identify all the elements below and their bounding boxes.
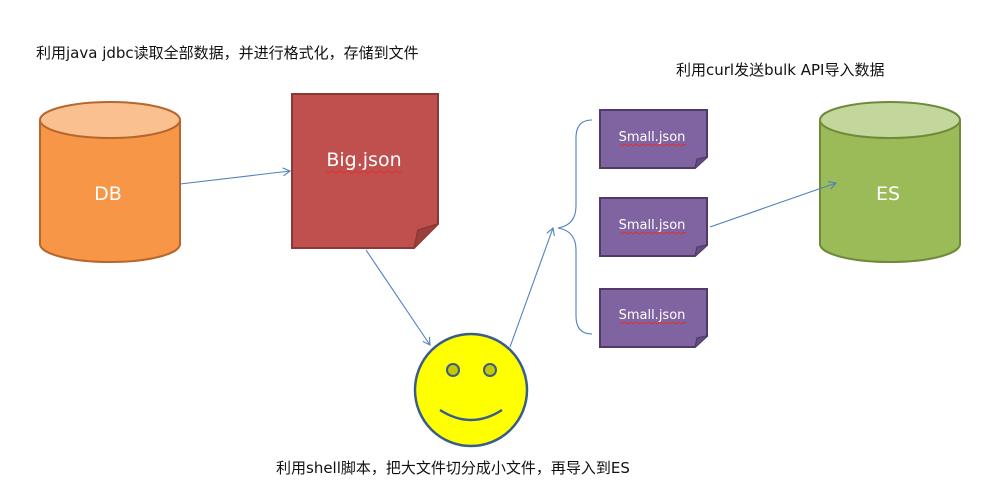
small-json-file-3: Small.json (599, 288, 708, 348)
spellcheck-underline (325, 170, 403, 174)
big-json-label: Big.json (326, 149, 401, 171)
es-cylinder: ES (819, 101, 961, 263)
smiley-face-icon (413, 332, 529, 448)
es-label: ES (876, 183, 900, 205)
arrow-db-to-big-json (179, 167, 292, 185)
db-cylinder: DB (39, 101, 181, 263)
small-json-label: Small.json (619, 218, 686, 233)
small-json-file-1: Small.json (599, 109, 708, 169)
spellcheck-underline (619, 143, 687, 147)
caption-split-files: 利用shell脚本，把大文件切分成小文件，再导入到ES (276, 459, 630, 477)
db-label: DB (94, 183, 122, 205)
spellcheck-underline (619, 321, 687, 325)
small-json-file-2: Small.json (599, 197, 708, 257)
spellcheck-underline (619, 231, 687, 235)
arrow-smiley-to-small-files (509, 226, 555, 348)
arrow-big-json-to-smiley (365, 249, 431, 346)
arrow-small-json-to-es (709, 180, 838, 228)
group-brace (557, 119, 593, 335)
small-json-label: Small.json (619, 308, 686, 323)
caption-bulk-import: 利用curl发送bulk API导入数据 (676, 61, 884, 79)
caption-read-data: 利用java jdbc读取全部数据，并进行格式化，存储到文件 (36, 44, 419, 62)
small-json-label: Small.json (619, 130, 686, 145)
big-json-file: Big.json (291, 93, 439, 249)
